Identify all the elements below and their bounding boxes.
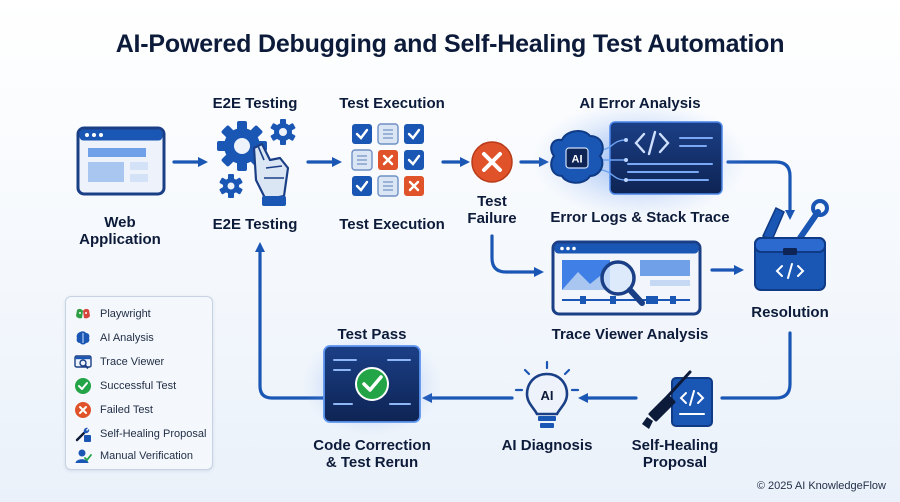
legend-box: Playwright AI Analysis Trace Viewer Succ… (65, 296, 213, 470)
test-grid-icon (351, 123, 424, 197)
label-test-pass: Test Pass (337, 326, 407, 343)
label-test-execution-top: Test Execution (339, 95, 445, 112)
grid-cell-pass (352, 124, 372, 144)
success-check-icon (75, 378, 91, 394)
gears-robot-icon (217, 119, 296, 206)
label-resolution: Resolution (751, 304, 829, 321)
code-icon (634, 130, 670, 156)
grid-check-mark (407, 154, 421, 166)
arrow-failure-to-trace (490, 234, 544, 277)
label-test-execution-bottom: Test Execution (339, 216, 445, 233)
failed-x-icon (75, 402, 91, 418)
wrench-icon (75, 427, 91, 442)
legend-item-manual-verification: Manual Verification (74, 447, 193, 465)
arrow-ai-to-resolution (726, 160, 795, 220)
small-gear-icon (270, 119, 296, 145)
grid-check-mark (355, 128, 369, 140)
label-ai-error-analysis: AI Error Analysis (579, 95, 701, 112)
ai-chip-text: AI (572, 154, 583, 166)
label-self-healing-proposal: Self-Healing Proposal (631, 437, 719, 471)
label-e2e-testing-bottom: E2E Testing (212, 216, 298, 233)
label-web-application: Web Application (79, 214, 161, 248)
arrow-resolution-to-selfhealing (720, 331, 792, 400)
ai-analysis-panel: AI (532, 100, 748, 220)
legend-item-playwright: Playwright (74, 305, 151, 323)
page-title: AI-Powered Debugging and Self-Healing Te… (115, 30, 785, 58)
legend-item-ai-analysis: AI Analysis (74, 329, 154, 347)
magnifier-icon (600, 260, 645, 306)
grid-check-mark (355, 180, 369, 192)
connectors (172, 157, 795, 403)
legend-item-self-healing-proposal: Self-Healing Proposal (74, 425, 206, 443)
screwdriver-handle (648, 394, 676, 422)
test-pass-card (302, 332, 442, 436)
lightbulb-icon: AI (514, 360, 580, 428)
user-icon (75, 449, 92, 463)
web-browser-icon (76, 126, 166, 196)
brain-icon: AI (550, 130, 604, 184)
label-test-failure: Test Failure (467, 193, 517, 227)
failure-x-icon (471, 141, 513, 183)
robot-hand-icon (252, 142, 290, 206)
large-gear-icon (217, 121, 267, 171)
grid-cell-pass (404, 150, 424, 170)
tiny-gear-icon (219, 174, 243, 198)
label-code-correction: Code Correction & Test Rerun (313, 437, 431, 471)
grid-x-mark (382, 154, 394, 166)
pass-check-icon (355, 367, 389, 401)
grid-cell-pass (404, 124, 424, 144)
legend-item-trace-viewer: Trace Viewer (74, 353, 164, 371)
label-trace-viewer-analysis: Trace Viewer Analysis (551, 326, 709, 343)
screwdriver-shaft (666, 370, 692, 398)
grid-cell-pass (352, 176, 372, 196)
trace-viewer-icon (74, 355, 92, 370)
copyright-text: © 2025 AI KnowledgeFlow (756, 480, 886, 492)
bulb-ai-text: AI (541, 388, 554, 403)
trace-viewer-window-icon (551, 240, 702, 316)
ai-brain-icon (76, 331, 90, 345)
grid-x-mark (408, 180, 420, 192)
self-healing-tools-icon (642, 370, 713, 429)
label-ai-diagnosis: AI Diagnosis (501, 437, 593, 454)
grid-check-mark (407, 128, 421, 140)
toolbox-icon (754, 199, 829, 291)
playwright-icon (76, 308, 90, 319)
legend-item-successful-test: Successful Test (74, 377, 176, 395)
arrow-testpass-to-e2e (255, 242, 325, 400)
label-e2e-testing-top: E2E Testing (212, 95, 298, 112)
legend-item-failed-test: Failed Test (74, 401, 153, 419)
label-error-logs: Error Logs & Stack Trace (550, 209, 730, 226)
